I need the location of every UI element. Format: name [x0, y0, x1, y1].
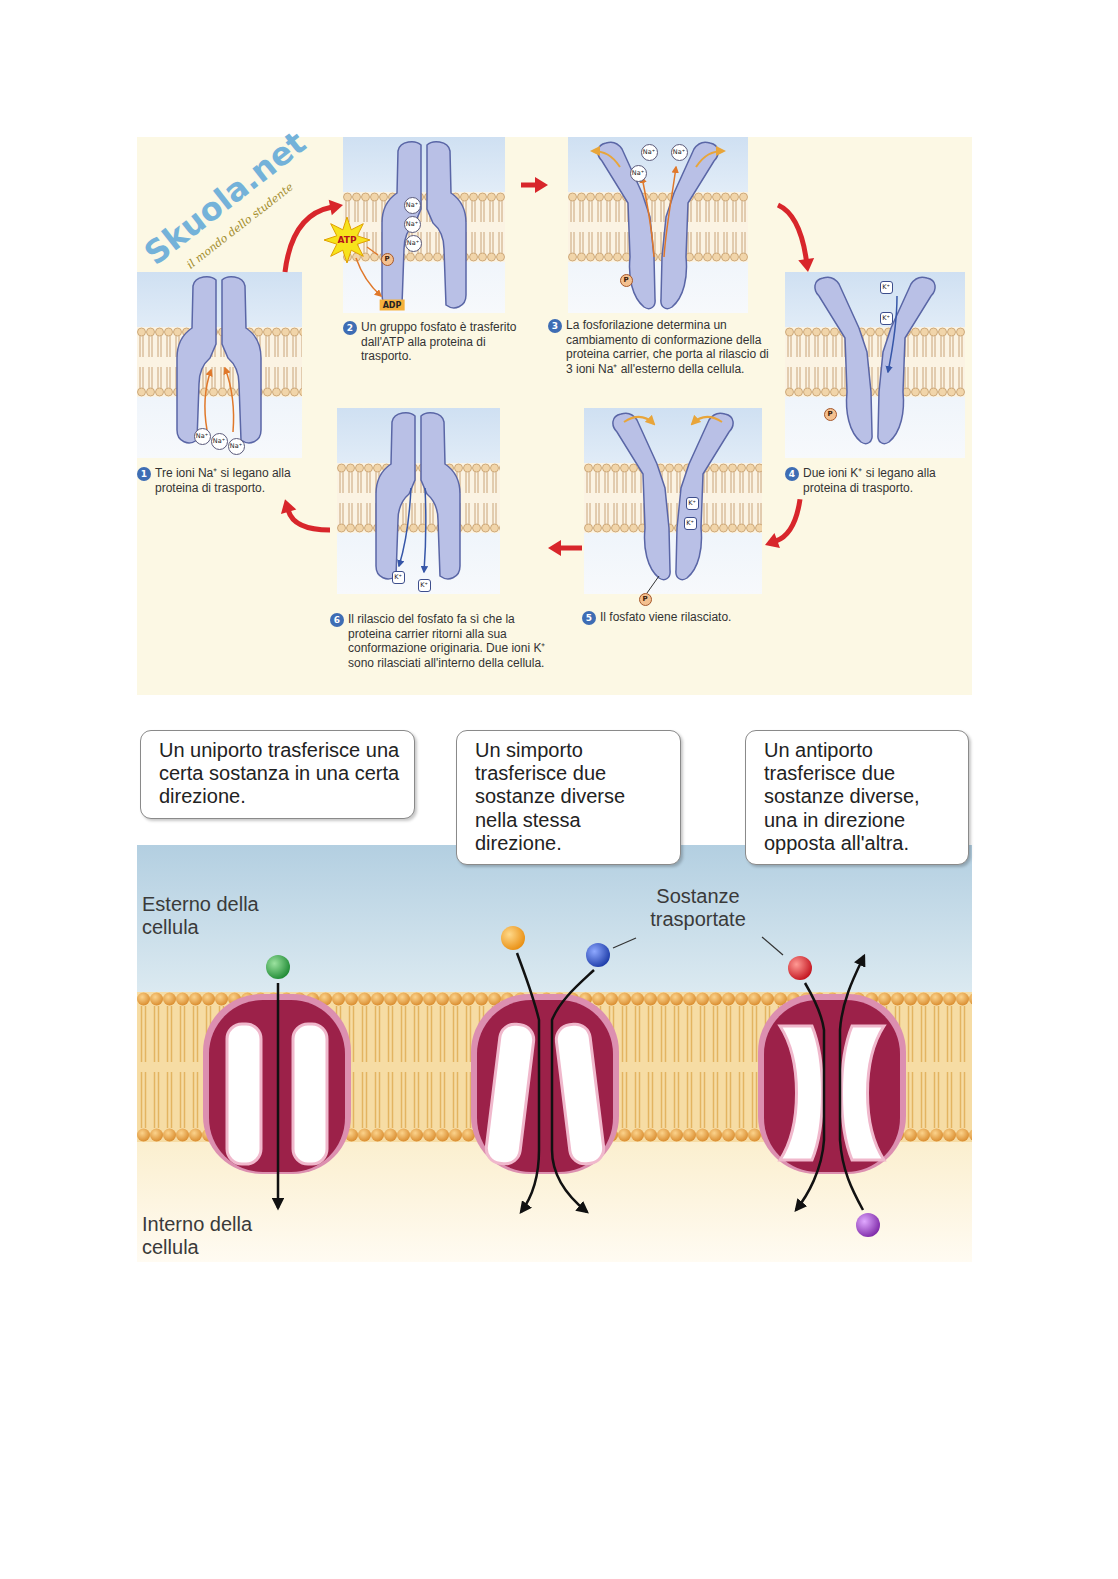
- step-number: 3: [548, 319, 562, 333]
- sodium-ion: Na⁺: [404, 216, 421, 233]
- stage-panel: 3 La fosforilazione determina un cambiame…: [548, 137, 778, 381]
- stage-panel: 4 Due ioni K⁺ si legano alla proteina di …: [785, 272, 972, 499]
- cycle-arrow: [765, 499, 800, 548]
- stage-panel: 2 Un gruppo fosfato è trasferito dall'ATP…: [343, 137, 521, 368]
- arrow-line: [778, 205, 806, 260]
- step-caption: Un gruppo fosfato è trasferito dall'ATP …: [361, 320, 521, 364]
- pump-stage-1: [137, 272, 302, 458]
- potassium-ion: K⁺: [880, 312, 893, 325]
- leader-lines: [613, 937, 783, 955]
- sodium-ion: Na⁺: [630, 165, 647, 182]
- arrow-head: [281, 499, 296, 514]
- pump-stage-5: [584, 408, 762, 594]
- box-text: Un uniporto trasferisce una certa sostan…: [159, 739, 400, 809]
- step-caption: Tre ioni Na⁺ si legano alla proteina di …: [155, 466, 327, 495]
- watermark: Skuola.net: [139, 126, 311, 270]
- step-caption: Il rilascio del fosfato fa sì che la pro…: [348, 612, 548, 671]
- arrow-head: [798, 258, 814, 272]
- transport-arrows: [278, 953, 864, 1212]
- panel-ground: [137, 137, 972, 695]
- arrow-line: [560, 546, 582, 551]
- caption-row: 2 Un gruppo fosfato è trasferito dall'ATP…: [343, 320, 521, 364]
- box-text: Un simporto trasferisce due sostanze div…: [475, 739, 666, 855]
- arrow-line: [288, 511, 330, 530]
- step-caption: Due ioni K⁺ si legano alla proteina di t…: [803, 466, 972, 495]
- callout-label: Sostanze trasportate: [628, 885, 768, 931]
- symport-protein: [471, 994, 619, 1174]
- definition-box: Un antiporto trasferisce due sostanze di…: [745, 730, 969, 865]
- phosphate: P: [824, 408, 837, 421]
- phosphate: P: [620, 274, 633, 287]
- transported-molecules: [266, 926, 880, 1237]
- potassium-ion: K⁺: [392, 571, 405, 584]
- arrow-line: [776, 499, 800, 541]
- sodium-ion: Na⁺: [404, 197, 421, 214]
- pump-stage-3: [568, 137, 748, 313]
- pump-stage-4: [785, 272, 965, 458]
- pump-stage-6: [337, 408, 500, 594]
- caption-row: 5 Il fosfato viene rilasciato.: [582, 610, 765, 625]
- box-text: Un antiporto trasferisce due sostanze di…: [764, 739, 954, 855]
- phosphate: P: [639, 593, 652, 606]
- caption-row: 1 Tre ioni Na⁺ si legano alla proteina di…: [137, 466, 327, 495]
- phosphate: P: [381, 253, 394, 266]
- cycle-arrow: [778, 205, 814, 272]
- caption-row: 3 La fosforilazione determina un cambiame…: [548, 318, 778, 377]
- potassium-ion: K⁺: [684, 517, 697, 530]
- step-number: 2: [343, 321, 357, 335]
- sodium-ion: Na⁺: [641, 144, 658, 161]
- sodium-ion: Na⁺: [194, 428, 211, 445]
- cycle-arrow: [548, 540, 582, 556]
- arrow-head: [765, 533, 780, 548]
- step-caption: La fosforilazione determina un cambiamen…: [566, 318, 778, 377]
- potassium-ion: K⁺: [686, 497, 699, 510]
- arrow-line: [521, 183, 536, 188]
- definition-box: Un uniporto trasferisce una certa sostan…: [140, 730, 415, 819]
- definition-box: Un simporto trasferisce due sostanze div…: [456, 730, 681, 865]
- sodium-ion: Na⁺: [228, 438, 245, 455]
- arrow-head: [535, 177, 548, 193]
- cycle-arrow: [521, 177, 548, 193]
- stage-panel: 1 Tre ioni Na⁺ si legano alla proteina di…: [137, 272, 327, 499]
- arrow-line: [285, 207, 331, 272]
- step-number: 5: [582, 611, 596, 625]
- atp-label: ATP: [337, 235, 356, 245]
- region-label: Esterno della cellula: [142, 893, 302, 939]
- atp-burst: [324, 217, 381, 296]
- cycle-arrow: [285, 200, 343, 272]
- pump-stage-2: [343, 137, 505, 313]
- stage-panel: 6 Il rilascio del fosfato fa sì che la pr…: [330, 408, 548, 675]
- potassium-ion: K⁺: [880, 281, 893, 294]
- step-number: 6: [330, 613, 344, 627]
- antiport-protein: [758, 994, 906, 1174]
- caption-row: 6 Il rilascio del fosfato fa sì che la pr…: [330, 612, 548, 671]
- step-caption: Il fosfato viene rilasciato.: [600, 610, 765, 625]
- sodium-ion: Na⁺: [671, 144, 688, 161]
- caption-row: 4 Due ioni K⁺ si legano alla proteina di …: [785, 466, 972, 495]
- stage-panel: 5 Il fosfato viene rilasciato.: [582, 408, 765, 629]
- potassium-ion: K⁺: [418, 579, 431, 592]
- arrow-head: [548, 540, 561, 556]
- sodium-ion: Na⁺: [405, 235, 422, 252]
- membrane-scene: [137, 845, 972, 1262]
- arrow-head: [329, 200, 343, 216]
- adp-label: ADP: [380, 300, 405, 311]
- step-number: 4: [785, 467, 799, 481]
- region-label: Interno della cellula: [142, 1213, 302, 1259]
- step-number: 1: [137, 467, 151, 481]
- cycle-arrow: [281, 499, 330, 530]
- sodium-ion: Na⁺: [211, 433, 228, 450]
